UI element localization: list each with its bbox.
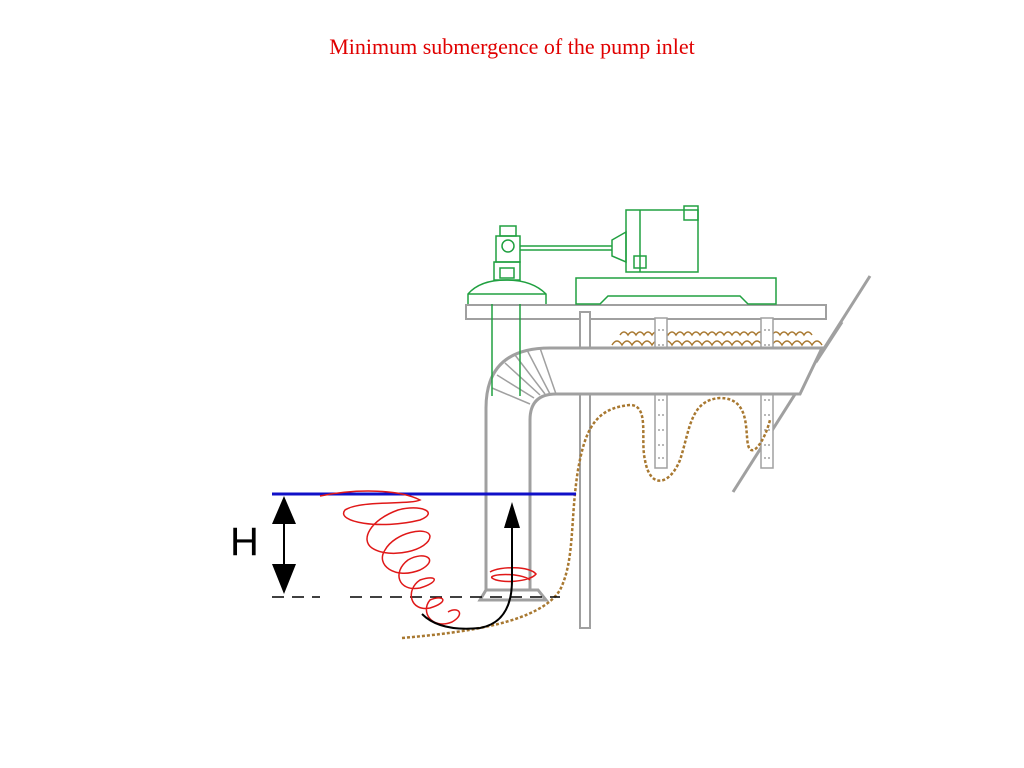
gravel-fill <box>611 331 823 347</box>
platform-slab <box>465 304 827 320</box>
support-column <box>579 311 591 629</box>
flow-arrow-icon <box>421 502 520 630</box>
slide-title: Minimum submergence of the pump inlet <box>329 34 695 59</box>
sediment-boundary <box>401 396 772 640</box>
submergence-label: H <box>230 520 259 564</box>
pump-assembly <box>467 205 777 396</box>
air-vortex <box>319 490 461 625</box>
inlet-vortex <box>489 567 537 583</box>
double-headed-arrow-icon <box>272 496 296 594</box>
